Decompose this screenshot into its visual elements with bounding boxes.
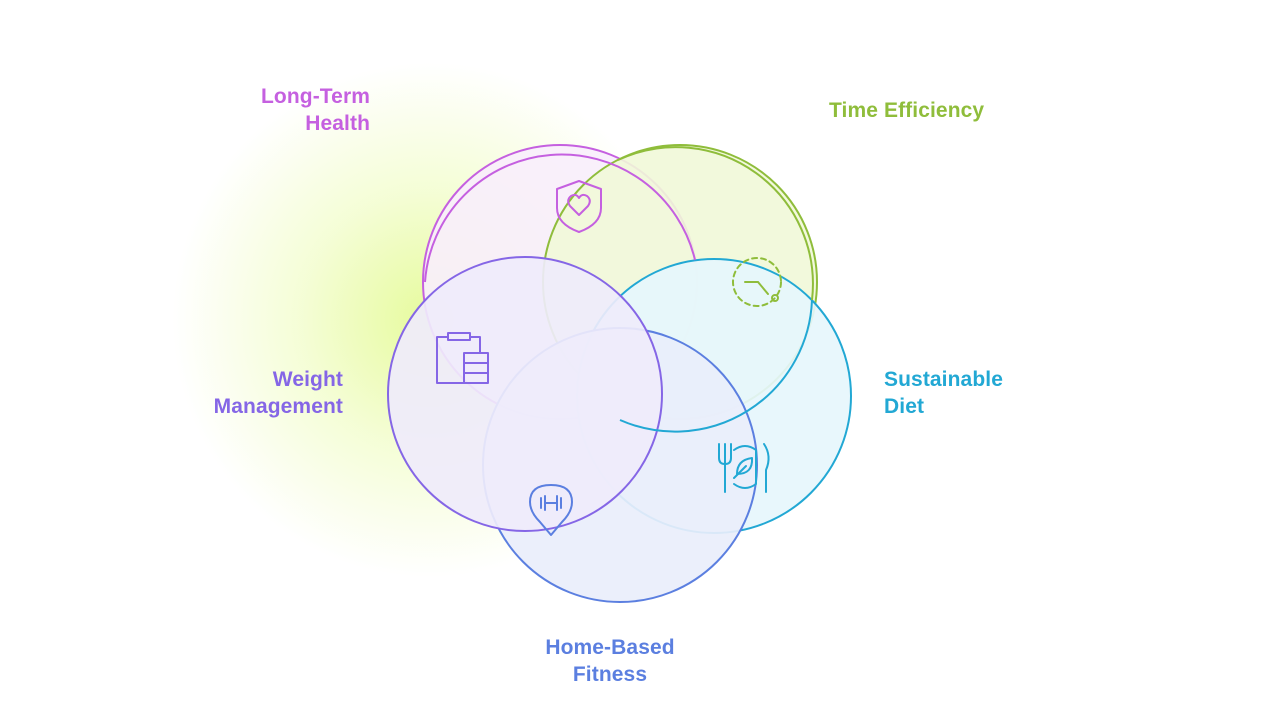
label-time-efficiency: Time Efficiency	[829, 97, 1049, 124]
label-home-based-fitness-line-1: Home-Based	[545, 636, 675, 659]
label-long-term-health-line-1: Long-Term	[261, 85, 370, 108]
label-long-term-health: Long-Term Health	[200, 83, 370, 137]
timer-icon	[732, 257, 782, 307]
label-sustainable-diet-line-1: Sustainable	[884, 368, 1003, 391]
label-weight-management-line-1: Weight	[272, 368, 343, 391]
shield-heart-icon	[556, 180, 602, 233]
plate-leaf-icon	[718, 443, 770, 493]
label-sustainable-diet: Sustainable Diet	[884, 366, 1064, 420]
label-time-efficiency-line-1: Time Efficiency	[829, 99, 985, 122]
label-weight-management: Weight Management	[160, 366, 343, 420]
dumbbell-pin-icon	[529, 484, 573, 536]
label-long-term-health-line-2: Health	[305, 112, 370, 135]
label-weight-management-line-2: Management	[213, 395, 343, 418]
petal-weight-management	[387, 256, 663, 532]
clipboard-scale-icon	[436, 332, 489, 384]
petal-edge-sustainable-diet	[619, 299, 813, 433]
label-home-based-fitness: Home-Based Fitness	[510, 634, 710, 688]
petal-edge-long-term-health	[424, 153, 696, 283]
label-home-based-fitness-line-2: Fitness	[572, 663, 648, 686]
label-sustainable-diet-line-2: Diet	[884, 395, 925, 418]
petal-edge-time-efficiency	[617, 146, 814, 301]
